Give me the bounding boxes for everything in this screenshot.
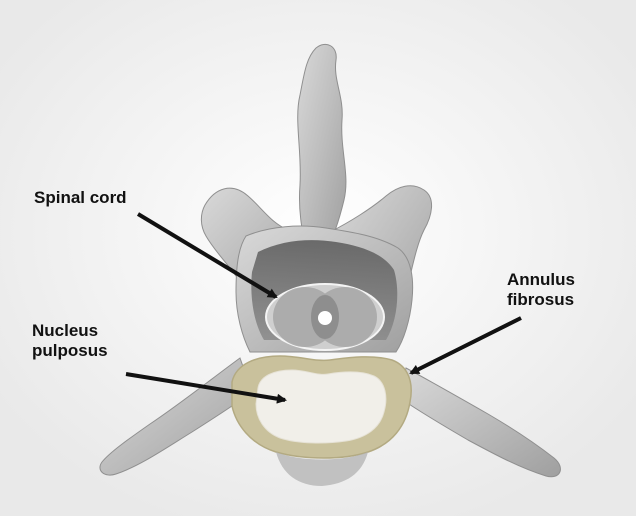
spinal-cord-label: Spinal cord	[34, 188, 127, 208]
nucleus-pulposus	[256, 370, 386, 443]
nucleus-pulposus-label: Nucleus pulposus	[32, 321, 108, 361]
central-canal	[318, 311, 332, 325]
annulus-fibrosus-label: Annulus fibrosus	[507, 270, 575, 310]
